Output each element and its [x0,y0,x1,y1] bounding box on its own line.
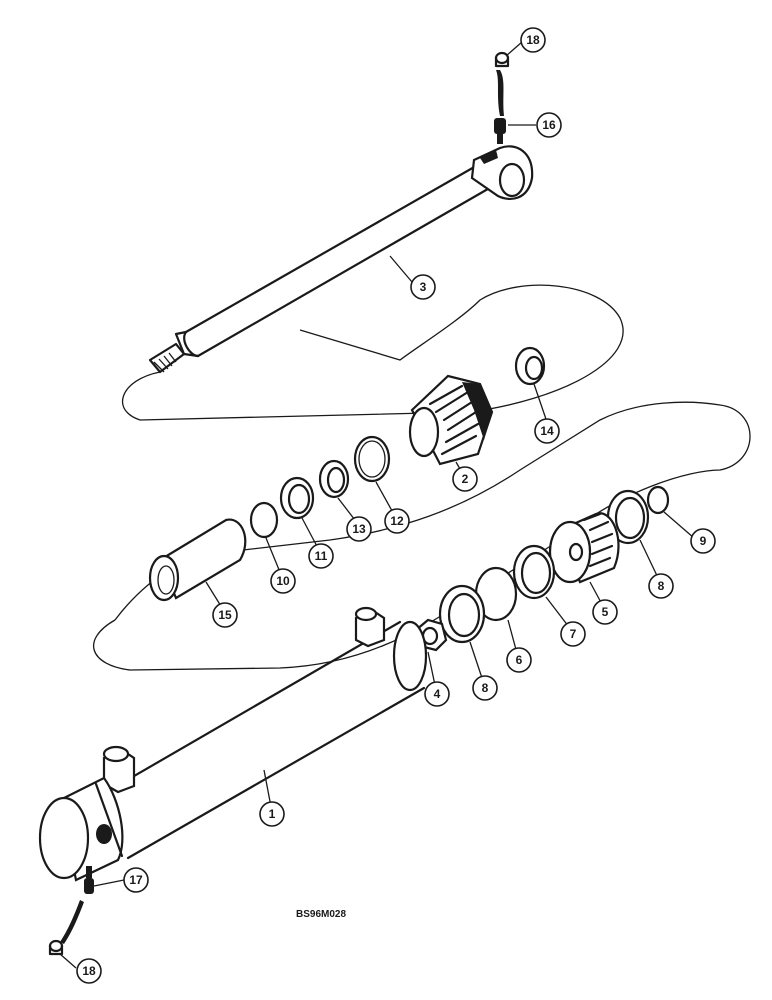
svg-text:18: 18 [526,33,540,47]
svg-text:13: 13 [352,522,366,536]
callout-9: 9 [690,528,716,554]
wiper-seal [514,346,546,386]
figure-code: BS96M028 [296,909,346,920]
svg-text:10: 10 [276,574,290,588]
o-ring-12 [353,435,391,483]
callout-8-lower: 8 [472,675,498,701]
callout-11: 11 [308,543,334,569]
callout-18-upper: 18 [520,27,546,53]
svg-text:8: 8 [482,681,489,695]
piston-seal-7 [512,544,556,600]
callout-5: 5 [592,599,618,625]
callout-8-upper: 8 [648,573,674,599]
svg-text:6: 6 [516,653,523,667]
callout-13: 13 [346,516,372,542]
svg-text:9: 9 [700,534,707,548]
callout-4: 4 [424,681,450,707]
grease-fitting-upper [494,118,506,144]
callout-10: 10 [270,568,296,594]
grease-fitting-lower [84,866,94,894]
callout-14: 14 [534,418,560,444]
spacer-tube [148,518,247,602]
piston [548,512,620,584]
backup-ring-8-upper [606,489,650,545]
leader-lines [59,41,695,969]
seal-13 [318,459,350,499]
cap-lower [48,900,84,956]
callout-18-lower: 18 [76,958,102,984]
svg-text:1: 1 [269,807,276,821]
cap-upper [494,51,510,116]
gland [408,374,494,466]
svg-text:4: 4 [434,687,441,701]
svg-text:2: 2 [462,472,469,486]
svg-text:15: 15 [218,608,232,622]
svg-text:16: 16 [542,118,556,132]
callout-12: 12 [384,508,410,534]
cylinder-barrel [38,606,428,882]
callout-7: 7 [560,621,586,647]
svg-text:7: 7 [570,627,577,641]
callout-3: 3 [410,274,436,300]
svg-text:17: 17 [129,873,143,887]
callout-6: 6 [506,647,532,673]
piston-rod [148,145,534,374]
callout-1: 1 [259,801,285,827]
svg-text:11: 11 [315,549,328,563]
backup-ring-11 [279,476,315,520]
backup-ring-8-lower [438,584,486,644]
svg-text:18: 18 [82,964,96,978]
svg-text:12: 12 [390,514,404,528]
o-ring-9 [646,485,670,515]
o-ring-10 [249,501,279,539]
callout-2: 2 [452,466,478,492]
group-loop-upper [122,284,624,421]
callout-15: 15 [212,602,238,628]
callout-16: 16 [536,112,562,138]
svg-text:8: 8 [658,579,665,593]
svg-text:3: 3 [420,280,427,294]
callout-17: 17 [123,867,149,893]
svg-text:5: 5 [602,605,609,619]
svg-text:14: 14 [540,424,554,438]
